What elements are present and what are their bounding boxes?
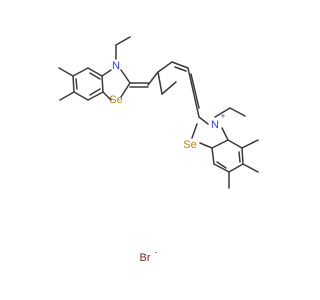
nitrogen-atom-left: N [112, 60, 120, 72]
ring-bond [101, 69, 112, 77]
ring-bond [221, 127, 229, 141]
ring-bond [199, 142, 213, 149]
methyl-bond [241, 139, 259, 149]
ring-bond [211, 139, 229, 149]
bromide-counterion: Br [140, 252, 151, 264]
ethyl-bond [115, 36, 131, 46]
ring-left-double-bond [89, 88, 101, 96]
ring-bond [198, 116, 209, 125]
ring-right-bond [241, 147, 244, 165]
ring-right-bond [228, 163, 244, 173]
selenium-atom-left: Se [109, 94, 122, 106]
chain-bond [157, 61, 173, 73]
ring-right-double-bond [238, 151, 241, 163]
ring-left-bond [72, 67, 89, 77]
ethyl-bond [229, 107, 246, 117]
chain-bond [157, 71, 163, 95]
ring-bond [120, 82, 131, 98]
bromide-negative-charge: - [155, 248, 158, 257]
ethyl-bond [214, 107, 231, 118]
bond-lines [58, 36, 259, 189]
ring-left-bond [87, 67, 103, 77]
chain-bond [161, 81, 177, 95]
ring-right-bond [211, 147, 215, 165]
chemical-structure: N Se N + Se Br - [58, 36, 259, 264]
methyl-bond [242, 163, 259, 173]
ring-left-bond [101, 75, 104, 93]
ring-right-bond [227, 139, 243, 149]
chain-bond [190, 73, 200, 109]
positive-charge-sign: + [221, 112, 226, 121]
methyl-bond [58, 67, 74, 77]
nitrogen-atom-right: N [211, 119, 219, 131]
chain-bond [147, 71, 159, 86]
ring-bond [120, 69, 131, 84]
ring-left-bond [73, 91, 89, 101]
methyl-bond [59, 91, 75, 101]
ring-right-double-bond [216, 161, 227, 169]
chain-double-bond [174, 66, 187, 72]
chain-bond [187, 67, 200, 118]
ring-right-bond [213, 163, 230, 173]
ring-left-double-bond [89, 72, 101, 80]
ring-bond [102, 91, 112, 101]
chain-bond [171, 61, 189, 69]
ring-left-bond [72, 75, 75, 93]
ring-left-bond [87, 91, 104, 101]
selenium-atom-right: Se [183, 139, 196, 151]
ring-bond [191, 123, 198, 139]
ring-left-double-bond [75, 78, 78, 90]
